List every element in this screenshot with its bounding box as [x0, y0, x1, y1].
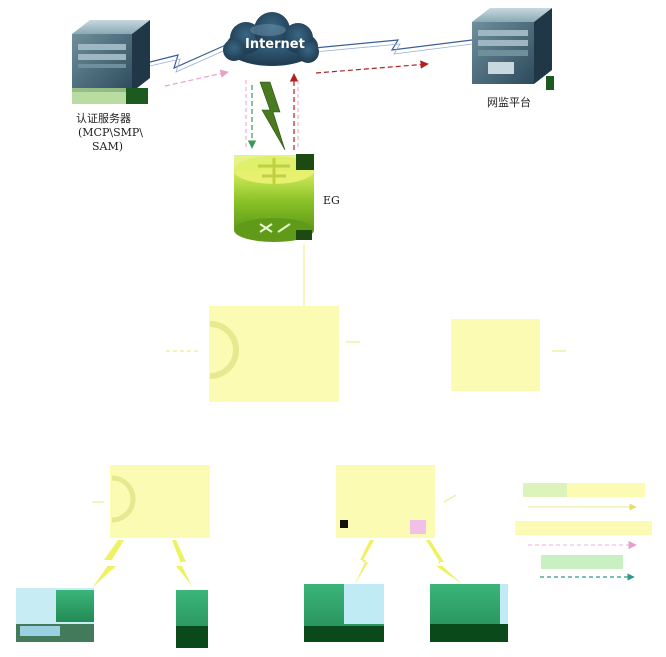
auth-server-icon: [72, 20, 150, 104]
wireless-lightning-icon-4: [426, 540, 462, 584]
monitor-server-icon: [472, 8, 554, 90]
auth-server-label-line1: 认证服务器: [76, 112, 131, 125]
terminal-1-icon: [16, 588, 94, 642]
aggregation-switch-box: [451, 319, 540, 391]
terminal-4-icon: [430, 584, 508, 642]
access-switch-left-box: [110, 465, 210, 538]
access-ap-marker: [340, 520, 348, 528]
access-left-arc: [111, 475, 136, 523]
eg-label: EG: [323, 194, 340, 207]
access-port-grid: [410, 520, 426, 534]
wireless-lightning-icon-2: [172, 540, 192, 586]
wan-link-right: [313, 39, 473, 55]
wireless-lightning-icon-1: [92, 540, 124, 588]
eg-gateway-icon: [234, 154, 314, 242]
wireless-lightning-icon-3: [354, 540, 374, 586]
monitor-flow-arrow: [315, 60, 429, 74]
access-right-dash: [443, 494, 457, 503]
legend-swatch-2: [515, 521, 652, 535]
auth-server-label-line2: (MCP\SMP\: [78, 126, 143, 139]
core-switch-arc: [209, 321, 239, 379]
core-switch-box: [209, 306, 339, 402]
wan-link-left: [149, 43, 231, 73]
wan-lightning-icon: [259, 81, 286, 151]
internet-label: Internet: [245, 37, 305, 52]
terminal-2-icon: [176, 590, 208, 648]
auth-flow-arrow: [164, 69, 229, 87]
auth-server-label-line3: SAM): [92, 140, 124, 153]
monitor-platform-label: 网监平台: [487, 96, 531, 109]
legend-swatch-3: [541, 555, 623, 569]
terminal-3-icon: [304, 584, 384, 642]
internet-cloud-icon: [223, 12, 319, 66]
legend: [515, 483, 652, 581]
